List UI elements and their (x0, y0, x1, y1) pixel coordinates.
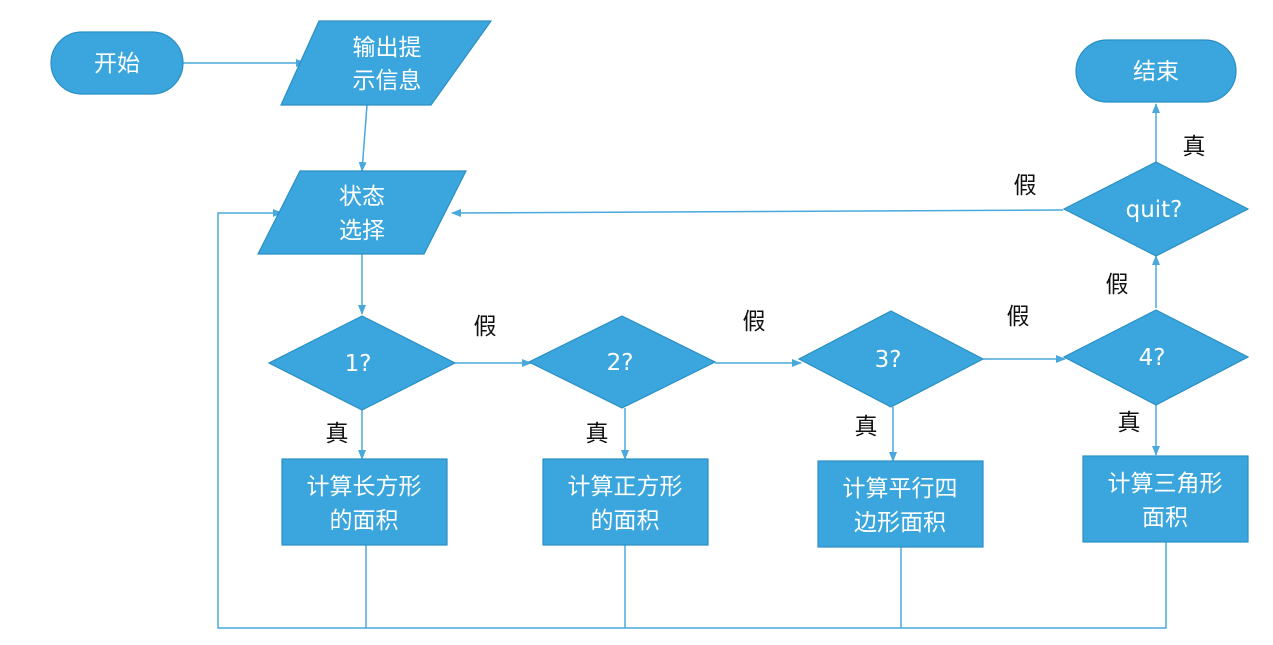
decision-4-shape (1062, 309, 1250, 406)
decision-quit-node: quit? (1062, 161, 1250, 257)
decision-1-label: 1? (345, 351, 372, 377)
edge-return-loop (217, 209, 1167, 629)
decision-3-shape (797, 310, 985, 408)
connectors (183, 59, 1167, 629)
decision-4-label: 4? (1139, 345, 1166, 371)
calc-triangle-label-line2: 面积 (1142, 505, 1188, 531)
state-select-node: 状态 选择 (257, 170, 467, 255)
output-prompt-shape (280, 20, 493, 106)
calc-square-node: 计算正方形 的面积 (542, 458, 709, 546)
label-d2-false: 假 (743, 309, 766, 335)
label-d4-true: 真 (1118, 410, 1141, 436)
decision-2-node: 2? (527, 315, 717, 409)
label-d3-false: 假 (1007, 304, 1030, 330)
calc-parallelogram-node: 计算平行四 边形面积 (817, 460, 984, 548)
end-label: 结束 (1133, 59, 1179, 85)
state-select-label-line2: 选择 (339, 218, 385, 244)
output-prompt-label-line1: 输出提 (353, 35, 422, 61)
decision-1-node: 1? (267, 315, 457, 411)
calc-parallelogram-label-line1: 计算平行四 (843, 476, 958, 502)
start-label: 开始 (94, 51, 140, 77)
calc-parallelogram-shape (817, 460, 984, 548)
label-d3-true: 真 (855, 414, 878, 440)
calc-rectangle-node: 计算长方形 的面积 (281, 458, 448, 546)
calc-square-shape (542, 458, 709, 546)
edge-quit-to-state (451, 208, 1064, 217)
output-prompt-node: 输出提 示信息 (280, 20, 493, 106)
label-d1-true: 真 (326, 421, 349, 447)
output-prompt-label-line2: 示信息 (353, 68, 422, 94)
start-shape (50, 31, 184, 95)
decision-3-label: 3? (875, 347, 902, 373)
label-quit-false: 假 (1014, 173, 1037, 199)
end-shape (1075, 39, 1237, 103)
label-quit-true: 真 (1183, 134, 1206, 160)
calc-triangle-label-line1: 计算三角形 (1108, 471, 1223, 497)
calc-square-label-line2: 的面积 (591, 508, 660, 534)
decision-quit-label: quit? (1126, 197, 1183, 223)
edge-output-to-state (358, 104, 368, 172)
calc-square-label-line1: 计算正方形 (568, 474, 683, 500)
start-node: 开始 (50, 31, 184, 95)
decision-2-shape (527, 315, 717, 409)
calc-parallelogram-label-line2: 边形面积 (854, 510, 946, 536)
calc-rectangle-label-line1: 计算长方形 (307, 474, 422, 500)
decision-3-node: 3? (797, 310, 985, 408)
state-select-label-line1: 状态 (339, 184, 385, 210)
decision-1-shape (267, 315, 457, 411)
calc-triangle-node: 计算三角形 面积 (1082, 455, 1249, 543)
calc-rectangle-shape (281, 458, 448, 546)
decision-4-node: 4? (1062, 309, 1250, 406)
label-d2-true: 真 (586, 421, 609, 447)
state-select-shape (257, 170, 467, 255)
calc-rectangle-label-line2: 的面积 (330, 508, 399, 534)
label-d1-false: 假 (474, 314, 497, 340)
edge-labels: 假 假 假 假 假 真 真 真 真 真 (326, 134, 1206, 447)
label-d4-false: 假 (1106, 272, 1129, 298)
decision-quit-shape (1062, 161, 1250, 257)
decision-2-label: 2? (607, 350, 634, 376)
end-node: 结束 (1075, 39, 1237, 103)
calc-triangle-shape (1082, 455, 1249, 543)
